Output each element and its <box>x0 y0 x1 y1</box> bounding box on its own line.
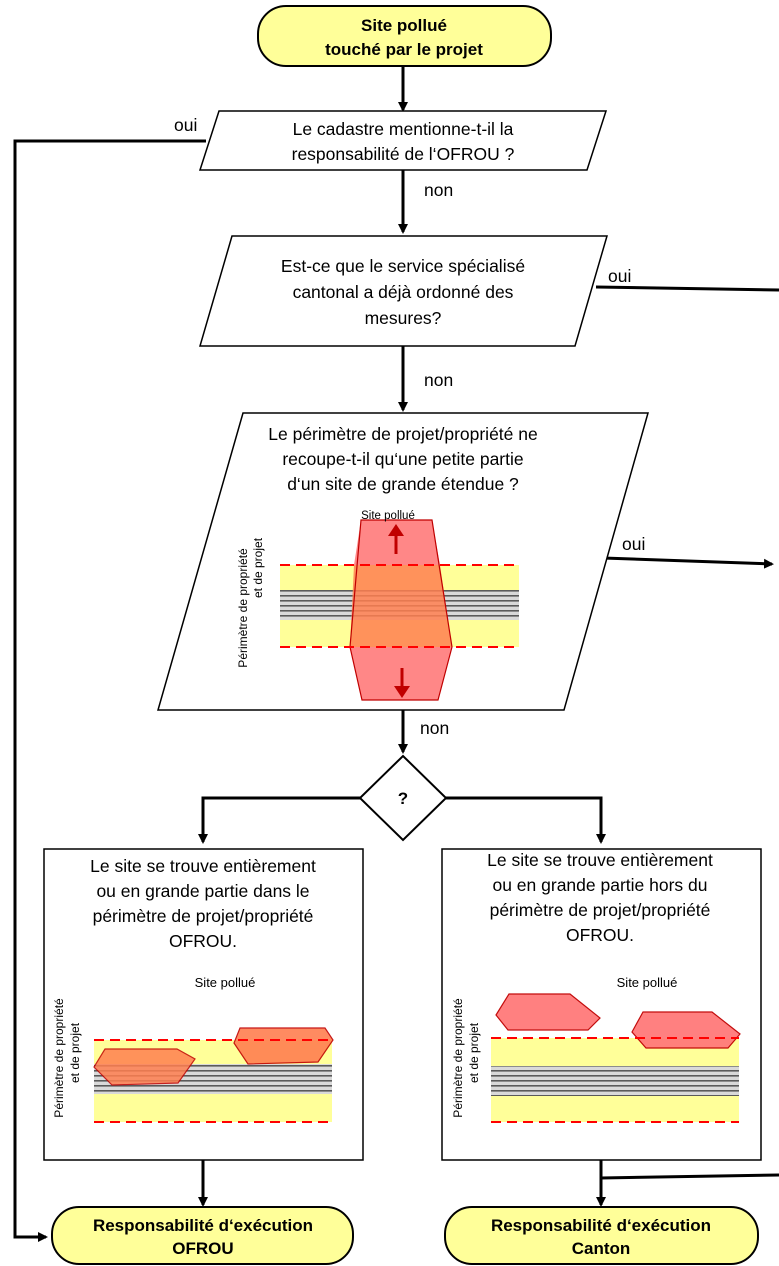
edge-q3-oui <box>602 556 774 569</box>
edge-decision-left <box>198 796 360 844</box>
question-cantonal-measures <box>199 235 608 347</box>
connectors <box>13 66 779 1242</box>
perimeter-label-top-line2: et de projet <box>251 537 265 598</box>
edge-label-oui-q2: oui <box>608 266 631 286</box>
start-label-line2: touché par le projet <box>325 40 483 59</box>
site-label-right: Site pollué <box>617 975 678 990</box>
edge-q1-oui <box>13 139 206 1242</box>
perimeter-label-right-line2: et de projet <box>467 1022 481 1083</box>
right-box-line2: ou en grande partie hors du <box>492 875 707 895</box>
edge-label-oui-q3: oui <box>622 534 645 554</box>
edge-canton-join <box>600 1173 779 1180</box>
polluted-site-left-1 <box>93 1048 196 1086</box>
end-canton-line1: Responsabilité d‘exécution <box>491 1216 711 1235</box>
illustration-inside: Site pollué Périmètre de propriété et de… <box>52 975 334 1123</box>
end-canton-line2: Canton <box>572 1239 631 1258</box>
arrow-down-icon <box>394 686 410 698</box>
edge-label-non-q3: non <box>420 718 449 738</box>
edge-label-non-q1: non <box>424 180 453 200</box>
illustration-outside: Site pollué Périmètre de propriété et de… <box>451 975 741 1123</box>
arrow-up-icon <box>388 524 404 536</box>
question-small-part-line2: recoupe-t-il qu‘une petite partie <box>282 449 523 469</box>
edge-label-oui-q1: oui <box>174 115 197 135</box>
left-box-line2: ou en grande partie dans le <box>96 881 309 901</box>
question-cantonal-line2: cantonal a déjà ordonné des <box>293 282 514 302</box>
edge-label-non-q2: non <box>424 370 453 390</box>
end-ofrou-line2: OFROU <box>172 1239 233 1258</box>
question-cantonal-line1: Est-ce que le service spécialisé <box>281 256 525 276</box>
end-terminal-ofrou <box>51 1206 354 1265</box>
decision-label: ? <box>398 789 408 808</box>
question-cantonal-line3: mesures? <box>365 308 442 328</box>
end-terminal-canton <box>444 1206 759 1265</box>
question-small-part-line3: d‘un site de grande étendue ? <box>287 474 519 494</box>
site-label-left: Site pollué <box>195 975 256 990</box>
left-box-line4: OFROU. <box>169 931 237 951</box>
perimeter-label-top-line1: Périmètre de propriété <box>236 548 250 668</box>
question-small-part-line1: Le périmètre de projet/propriété ne <box>268 424 537 444</box>
start-label-line1: Site pollué <box>361 16 447 35</box>
polluted-site-right-1 <box>495 993 601 1031</box>
perimeter-label-left-line2: et de projet <box>68 1022 82 1083</box>
site-label-top: Site pollué <box>361 510 415 522</box>
perimeter-label-right-line1: Périmètre de propriété <box>451 998 465 1118</box>
right-box-line1: Le site se trouve entièrement <box>487 850 713 870</box>
left-box-line1: Le site se trouve entièrement <box>90 856 316 876</box>
right-box-line3: périmètre de projet/propriété <box>490 900 711 920</box>
end-ofrou-line1: Responsabilité d‘exécution <box>93 1216 313 1235</box>
polluted-site-left-2 <box>233 1027 334 1065</box>
question-cadastre-line1: Le cadastre mentionne-t-il la <box>293 119 514 139</box>
right-box-line4: OFROU. <box>566 925 634 945</box>
decision-diamond <box>358 754 448 842</box>
edge-q2-oui <box>595 285 779 292</box>
perimeter-label-left-line1: Périmètre de propriété <box>52 998 66 1118</box>
left-box-line3: périmètre de projet/propriété <box>93 906 314 926</box>
edge-decision-right <box>446 796 606 844</box>
polluted-site-overlap <box>350 565 452 647</box>
start-terminal <box>257 5 552 67</box>
question-cadastre <box>198 110 608 171</box>
illustration-large-site: Site pollué Périmètre de propriété et de… <box>236 510 519 701</box>
question-cadastre-line2: responsabilité de l‘OFROU ? <box>292 144 515 164</box>
